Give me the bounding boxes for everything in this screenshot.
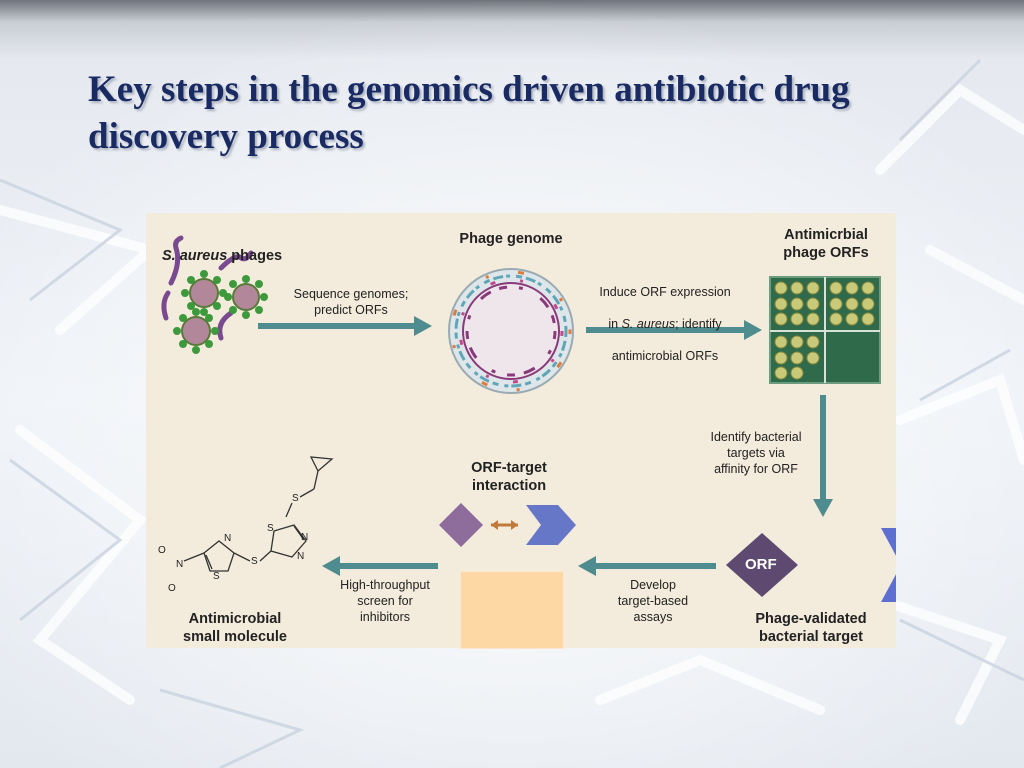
- phage-3: [173, 308, 219, 354]
- atom-n-thiazole: N: [224, 533, 232, 544]
- atom-n2-thiadiazole: N: [297, 551, 305, 562]
- identify-step-label: Identify bacterial targets via affinity …: [710, 430, 802, 476]
- atom-o-minus: O: [158, 545, 166, 556]
- slide-title: Key steps in the genomics driven antibio…: [88, 69, 850, 157]
- atom-s-link: S: [251, 556, 258, 567]
- phages-species: S. aureus: [162, 248, 228, 264]
- atom-s-thiadiazole: S: [267, 523, 274, 534]
- arrow-develop: [578, 556, 716, 576]
- induce-line-1: Induce ORF expression: [599, 285, 731, 299]
- atom-o-bottom: O: [168, 583, 176, 594]
- arrow-screen: [322, 556, 438, 576]
- phage-genome-graphic: [448, 268, 574, 394]
- induce-step-label: Induce ORF expression in S. aureus; iden…: [580, 268, 750, 380]
- arrow-sequence: [258, 316, 432, 336]
- induce-line-2-prefix: in: [608, 317, 622, 331]
- validated-target-graphic: [726, 528, 896, 602]
- phage-1: [181, 270, 227, 316]
- phage-genome-header: Phage genome: [459, 231, 563, 247]
- small-molecule-header: Antimicrobial small molecule: [183, 611, 287, 645]
- phages-suffix: phages: [227, 248, 283, 264]
- phage-2: [224, 275, 268, 319]
- orf-target-header: ORF-target interaction: [471, 460, 547, 494]
- atom-n-plus: N: [176, 559, 184, 570]
- orf-plate-graphic: [769, 276, 881, 384]
- develop-step-label: Develop target-based assays: [617, 578, 689, 624]
- atom-s-top: S: [292, 493, 299, 504]
- arrow-identify: [813, 395, 833, 517]
- orf-label: ORF: [745, 556, 777, 573]
- arrow-induce: [586, 320, 762, 340]
- screen-step-label: High-throughput screen for inhibitors: [340, 578, 430, 624]
- phage-validated-header: Phage-validated bacterial target: [755, 611, 867, 645]
- diagram-graphics: [161, 235, 896, 602]
- atom-s-thiazole: S: [213, 571, 220, 582]
- induce-species: S. aureus: [621, 317, 676, 331]
- phage-cluster-graphic: [161, 235, 268, 354]
- small-molecule-structure: [183, 456, 334, 572]
- induce-line-2-suffix: ; identify: [675, 317, 722, 331]
- atom-n1-thiadiazole: N: [301, 532, 309, 543]
- orf-target-graphic: [439, 503, 576, 547]
- blank-overlay-box: [460, 571, 564, 649]
- sequence-step-label: Sequence genomes; predict ORFs: [293, 287, 409, 317]
- phages-header: S. aureus phages: [150, 229, 312, 265]
- induce-line-3: antimicrobial ORFs: [611, 349, 719, 363]
- antimicrobial-orfs-header: Antimicrbial phage ORFs: [783, 227, 869, 261]
- induce-line-2: in S. aureus; identify: [580, 316, 750, 332]
- diagram-panel: S. aureus phages Phage genome Antimicrbi…: [146, 213, 896, 649]
